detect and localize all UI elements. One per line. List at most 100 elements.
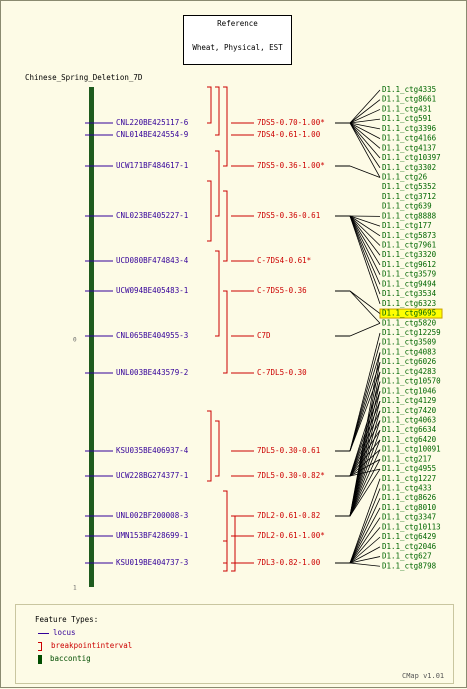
locus-label[interactable]: UCW094BE405483-1 xyxy=(116,286,188,295)
contig-label[interactable]: D1.1_ctg433 xyxy=(382,484,432,493)
locus-label[interactable]: UCW171BF484617-1 xyxy=(116,161,188,170)
contig-label[interactable]: D1.1_ctg10113 xyxy=(382,522,441,531)
locus-label[interactable]: KSU035BE406937-4 xyxy=(116,446,189,455)
correspondence-line xyxy=(350,123,380,168)
contig-label[interactable]: D1.1_ctg10570 xyxy=(382,377,441,386)
interval-label[interactable]: 7DL5-0.30-0.82* xyxy=(257,471,325,480)
correspondence-line xyxy=(350,518,380,563)
contig-label[interactable]: D1.1_ctg8661 xyxy=(382,95,436,104)
interval-label[interactable]: 7DS5-0.36-0.61 xyxy=(257,211,320,220)
interval-label[interactable]: C-7DL5-0.30 xyxy=(257,368,307,377)
legend-item-locus: locus xyxy=(38,628,76,637)
breakpoint-bracket xyxy=(223,191,227,261)
contig-label[interactable]: D1.1_ctg3347 xyxy=(382,513,436,522)
contig-label[interactable]: D1.1_ctg7961 xyxy=(382,241,436,250)
contig-label[interactable]: D1.1_ctg3509 xyxy=(382,338,436,347)
correspondence-line xyxy=(350,216,380,294)
locus-label[interactable]: UNL003BE443579-2 xyxy=(116,368,188,377)
locus-label[interactable]: UNL002BF200008-3 xyxy=(116,511,188,520)
contig-label[interactable]: D1.1_ctg217 xyxy=(382,454,432,463)
contig-label[interactable]: D1.1_ctg3302 xyxy=(382,163,436,172)
breakpoint-bracket xyxy=(215,251,219,336)
contig-label[interactable]: D1.1_ctg6323 xyxy=(382,299,436,308)
contig-label[interactable]: D1.1_ctg8888 xyxy=(382,211,437,220)
contig-label[interactable]: D1.1_ctg639 xyxy=(382,202,432,211)
locus-label[interactable]: KSU019BE404737-3 xyxy=(116,558,188,567)
contig-label[interactable]: D1.1_ctg2046 xyxy=(382,542,437,551)
contig-label[interactable]: D1.1_ctg4083 xyxy=(382,347,436,356)
locus-label[interactable]: CNL014BE424554-9 xyxy=(116,130,188,139)
breakpoint-bracket xyxy=(207,411,211,481)
interval-label[interactable]: 7DS5-0.70-1.00* xyxy=(257,118,325,127)
contig-label[interactable]: D1.1_ctg6026 xyxy=(382,357,437,366)
interval-label[interactable]: 7DS4-0.61-1.00 xyxy=(257,130,321,139)
locus-label[interactable]: UCD080BF474843-4 xyxy=(116,256,189,265)
contig-label[interactable]: D1.1_ctg4137 xyxy=(382,143,436,152)
interval-label[interactable]: C-7DS5-0.36 xyxy=(257,286,307,295)
contig-label[interactable]: D1.1_ctg4166 xyxy=(382,134,437,143)
correspondence-line xyxy=(350,90,380,123)
contig-label[interactable]: D1.1_ctg10091 xyxy=(382,445,441,454)
contig-label[interactable]: D1.1_ctg9695 xyxy=(382,309,436,318)
contig-label[interactable]: D1.1_ctg8010 xyxy=(382,503,437,512)
interval-label[interactable]: 7DL2-0.61-1.00* xyxy=(257,531,325,540)
map-bar xyxy=(89,87,94,587)
contig-label[interactable]: D1.1_ctg7420 xyxy=(382,406,437,415)
contig-label[interactable]: D1.1_ctg177 xyxy=(382,221,432,230)
contig-label[interactable]: D1.1_ctg5352 xyxy=(382,182,436,191)
contig-label[interactable]: D1.1_ctg591 xyxy=(382,114,432,123)
contig-label[interactable]: D1.1_ctg10397 xyxy=(382,153,441,162)
locus-label[interactable]: UCW228BG274377-1 xyxy=(116,471,188,480)
correspondence-line xyxy=(350,216,380,304)
locus-label[interactable]: CNL065BE404955-3 xyxy=(116,331,188,340)
contig-label[interactable]: D1.1_ctg6634 xyxy=(382,425,437,434)
contig-label[interactable]: D1.1_ctg4335 xyxy=(382,85,436,94)
interval-label[interactable]: C7D xyxy=(257,331,271,340)
contig-label[interactable]: D1.1_ctg4283 xyxy=(382,367,436,376)
contig-label[interactable]: D1.1_ctg431 xyxy=(382,104,432,113)
legend-title: Feature Types: xyxy=(35,615,98,624)
locus-label[interactable]: UMN153BF428699-1 xyxy=(116,531,188,540)
contig-label[interactable]: D1.1_ctg3712 xyxy=(382,192,436,201)
interval-label[interactable]: 7DL3-0.82-1.00 xyxy=(257,558,321,567)
legend-label-baccontig: baccontig xyxy=(50,654,91,663)
contig-label[interactable]: D1.1_ctg12259 xyxy=(382,328,441,337)
contig-label[interactable]: D1.1_ctg5820 xyxy=(382,318,437,327)
contig-label[interactable]: D1.1_ctg6420 xyxy=(382,435,437,444)
line-icon xyxy=(38,633,49,634)
contig-label[interactable]: D1.1_ctg9494 xyxy=(382,279,437,288)
interval-label[interactable]: 7DS5-0.36-1.00* xyxy=(257,161,325,170)
breakpoint-bracket xyxy=(207,181,211,241)
breakpoint-bracket xyxy=(223,491,227,571)
interval-label[interactable]: 7DL2-0.61-0.82 xyxy=(257,511,320,520)
contig-label[interactable]: D1.1_ctg8626 xyxy=(382,493,437,502)
contig-label[interactable]: D1.1_ctg3396 xyxy=(382,124,437,133)
contig-label[interactable]: D1.1_ctg3320 xyxy=(382,250,437,259)
legend-label-breakpointinterval: breakpointinterval xyxy=(51,641,132,650)
contig-label[interactable]: D1.1_ctg4955 xyxy=(382,464,436,473)
contig-label[interactable]: D1.1_ctg5873 xyxy=(382,231,436,240)
contig-label[interactable]: D1.1_ctg4063 xyxy=(382,415,436,424)
breakpoint-bracket xyxy=(207,87,211,123)
contig-label[interactable]: D1.1_ctg6429 xyxy=(382,532,436,541)
breakpoint-bracket xyxy=(215,421,219,476)
contig-label[interactable]: D1.1_ctg1227 xyxy=(382,474,436,483)
locus-label[interactable]: CNL220BE425117-6 xyxy=(116,118,189,127)
contig-label[interactable]: D1.1_ctg4129 xyxy=(382,396,436,405)
contig-label[interactable]: D1.1_ctg627 xyxy=(382,552,432,561)
map-start-label: 0 xyxy=(73,337,77,344)
interval-label[interactable]: 7DL5-0.30-0.61 xyxy=(257,446,320,455)
locus-label[interactable]: CNL023BE405227-1 xyxy=(116,211,188,220)
contig-label[interactable]: D1.1_ctg1046 xyxy=(382,386,437,395)
correspondence-line xyxy=(350,216,380,265)
contig-label[interactable]: D1.1_ctg8798 xyxy=(382,561,437,570)
interval-label[interactable]: C-7DS4-0.61* xyxy=(257,256,311,265)
map-end-label: 1 xyxy=(73,585,77,592)
contig-label[interactable]: D1.1_ctg9612 xyxy=(382,260,436,269)
correspondence-line xyxy=(350,563,380,566)
breakpoint-bracket xyxy=(223,291,227,373)
contig-label[interactable]: D1.1_ctg26 xyxy=(382,172,428,181)
contig-label[interactable]: D1.1_ctg3534 xyxy=(382,289,437,298)
contig-label[interactable]: D1.1_ctg3579 xyxy=(382,270,436,279)
